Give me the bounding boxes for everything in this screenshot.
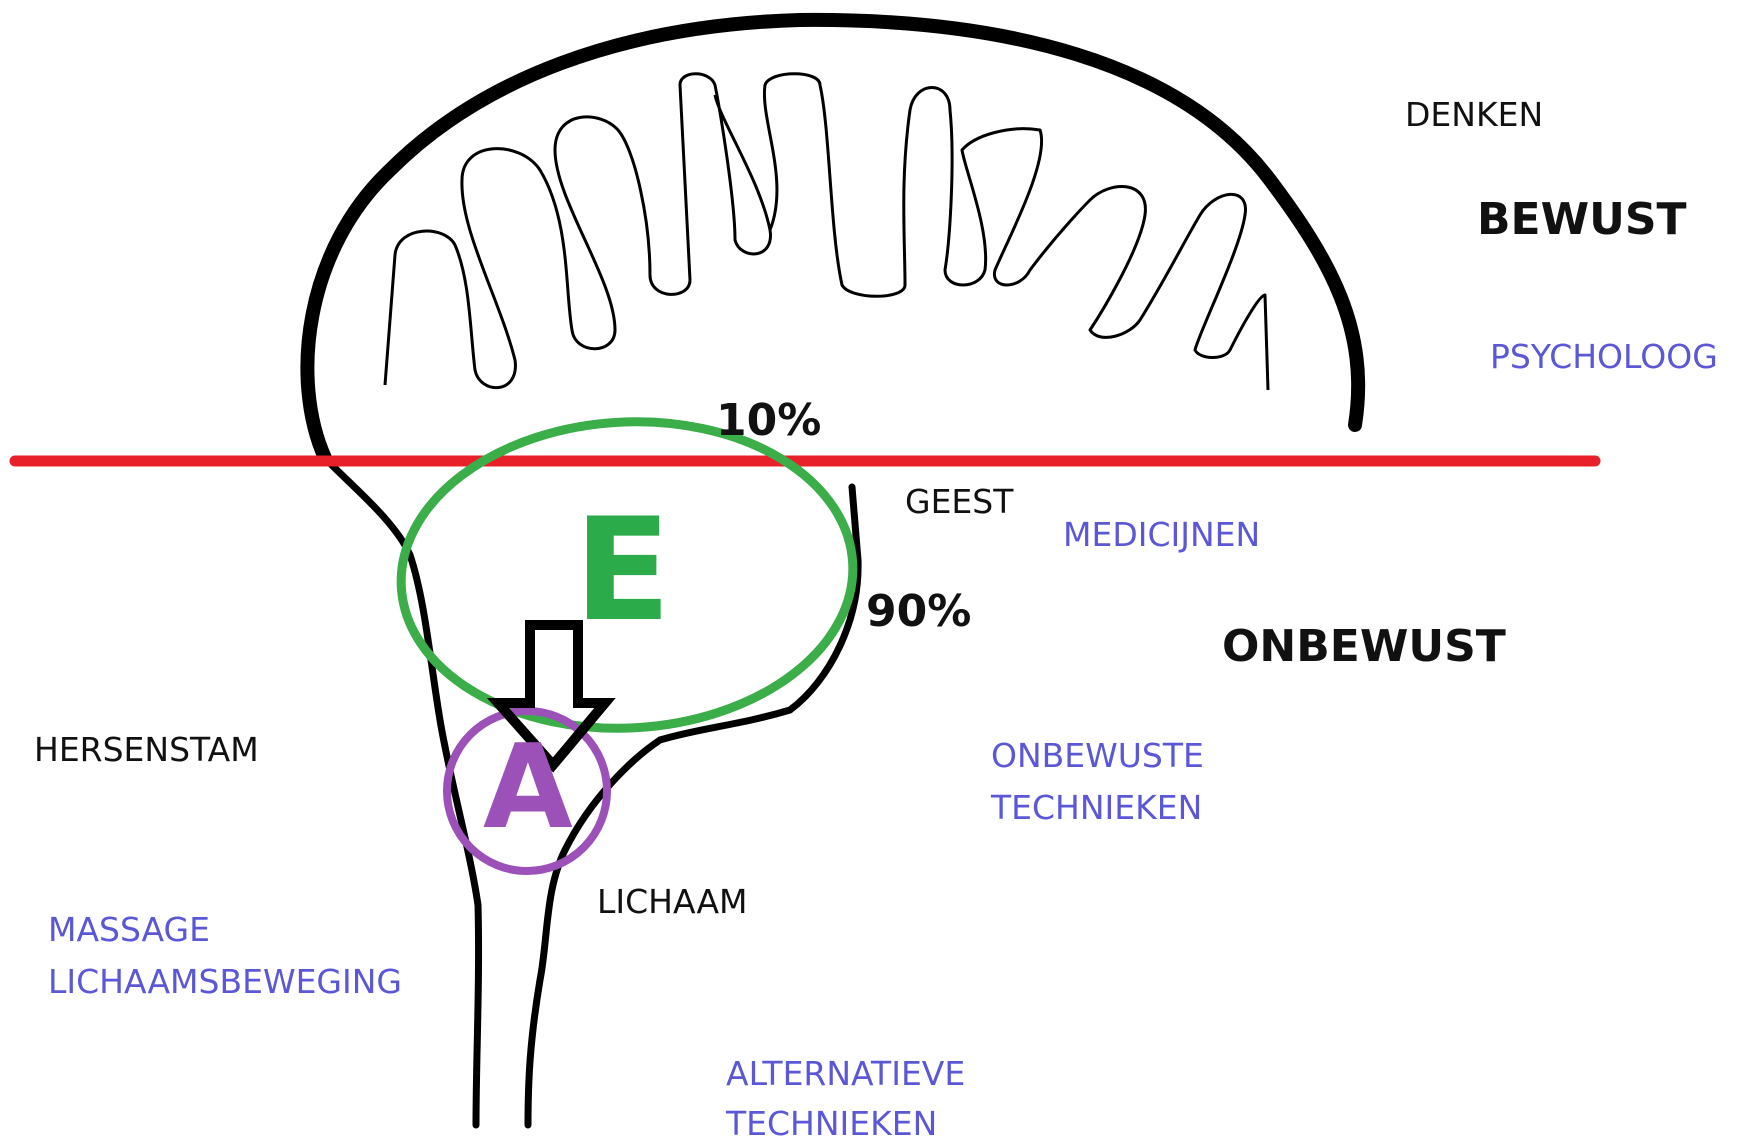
label-lichaam: LICHAAM [597,881,748,922]
a-letter: A [483,730,573,846]
label-onbewuste: ONBEWUSTE [991,735,1204,776]
label-medicijnen: MEDICIJNEN [1063,514,1260,555]
brain-folds [385,74,1268,390]
label-geest: GEEST [905,481,1013,522]
label-onbewust: ONBEWUST [1222,619,1506,674]
label-lichaamsbeweging: LICHAAMSBEWEGING [48,961,402,1002]
label-10-percent: 10% [716,393,821,448]
label-denken: DENKEN [1405,94,1543,135]
label-onbewuste-technieken: TECHNIEKEN [991,787,1202,828]
label-90-percent: 90% [866,584,971,639]
label-alternatieve: ALTERNATIEVE [726,1053,965,1094]
label-massage: MASSAGE [48,909,210,950]
label-psycholoog: PSYCHOLOOG [1490,336,1718,377]
emotion-letter: E [574,500,671,642]
label-alternatieve-technieken: TECHNIEKEN [726,1103,937,1144]
brain-outline [307,20,1358,458]
label-hersenstam: HERSENSTAM [34,729,259,770]
label-bewust: BEWUST [1477,192,1687,247]
